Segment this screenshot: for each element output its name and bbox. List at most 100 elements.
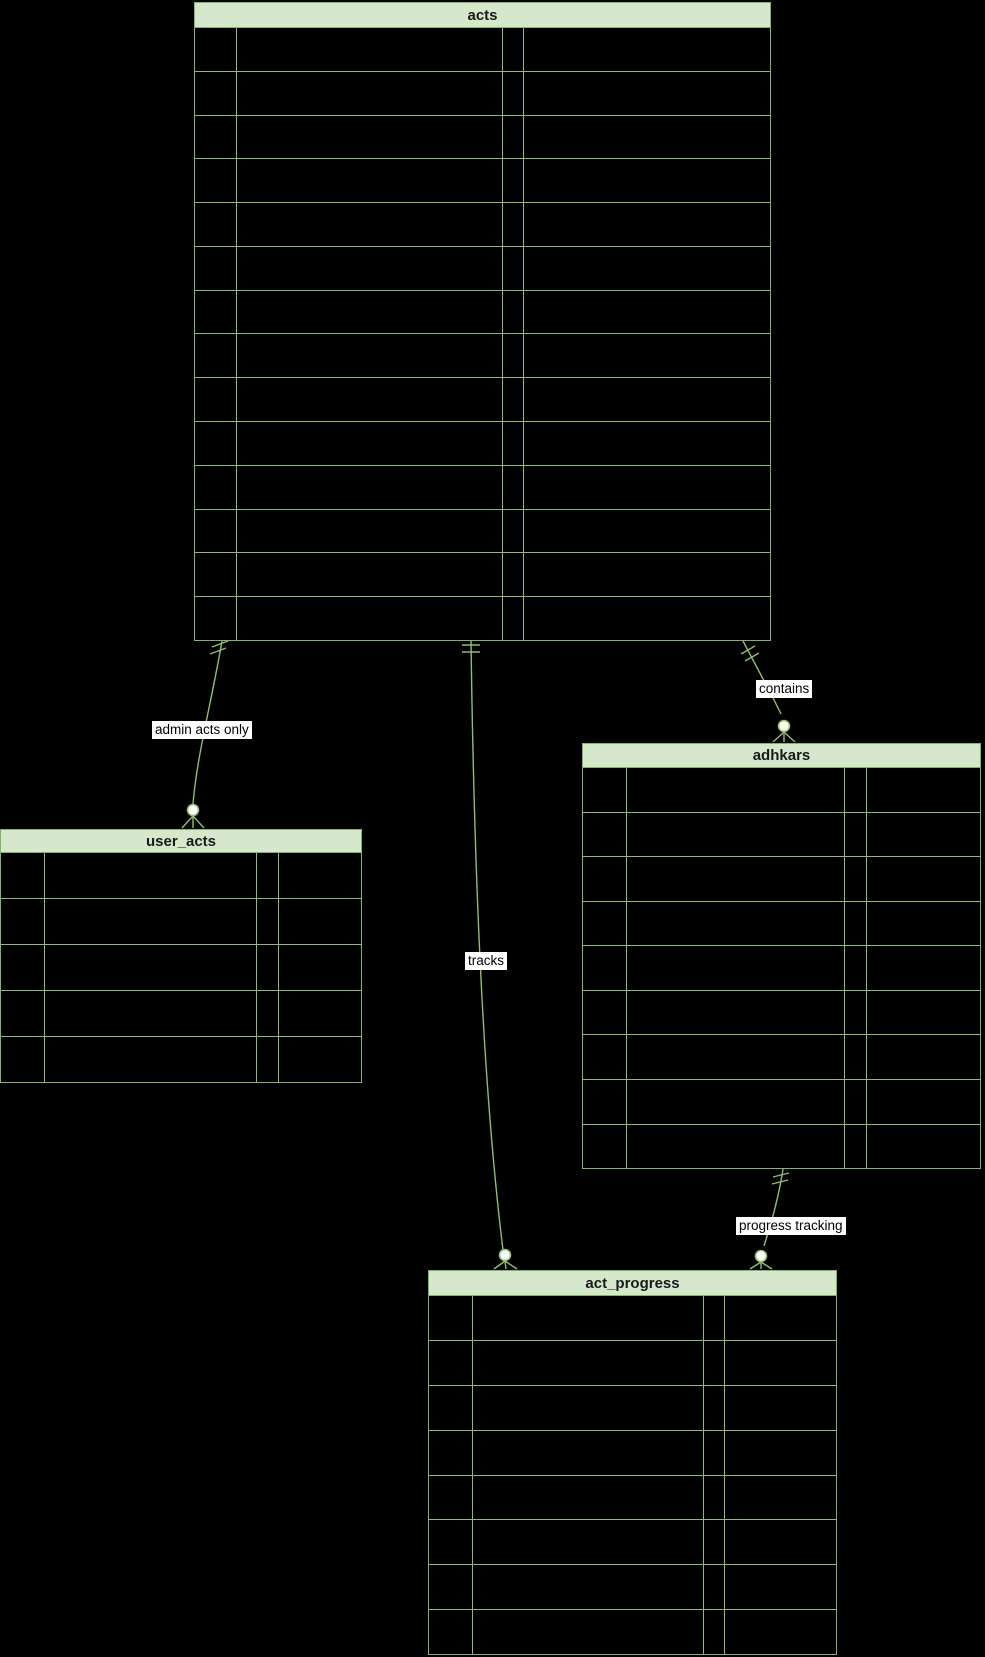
relationship-label-progress-tracking: progress tracking	[736, 1217, 846, 1235]
entity-table-user-acts: user_acts	[0, 829, 362, 1083]
attribute-cell	[523, 465, 770, 509]
crow-foot-leg	[749, 1261, 762, 1270]
attribute-cell	[429, 1565, 472, 1609]
adhkars-attribute-row	[583, 1034, 980, 1079]
crow-foot-leg	[181, 815, 194, 829]
entity-title-user-acts: user_acts	[1, 830, 361, 853]
attribute-cell	[278, 991, 361, 1036]
attribute-cell	[1, 991, 44, 1036]
attribute-cell	[502, 378, 523, 422]
attribute-cell	[844, 1079, 866, 1124]
act_progress-attribute-row	[429, 1564, 836, 1610]
act_progress-attribute-row	[429, 1296, 836, 1340]
attribute-cell	[472, 1296, 703, 1340]
one-cardinality-tick	[211, 640, 229, 648]
attribute-cell	[472, 1565, 703, 1610]
attribute-cell	[502, 28, 523, 71]
user_acts-attribute-row	[1, 898, 361, 944]
attribute-cell	[866, 990, 980, 1035]
attribute-cell	[703, 1385, 724, 1430]
attribute-cell	[724, 1340, 836, 1385]
attribute-cell	[844, 1035, 866, 1079]
attribute-cell	[523, 378, 770, 422]
attribute-cell	[278, 899, 361, 944]
act_progress-attribute-row	[429, 1474, 836, 1520]
acts-attribute-row	[195, 28, 770, 71]
attribute-cell	[236, 203, 502, 246]
attribute-cell	[472, 1475, 703, 1520]
attribute-cell	[256, 899, 278, 944]
acts-attribute-row	[195, 289, 770, 334]
entity-attributes-adhkars	[583, 768, 980, 1169]
attribute-cell	[195, 291, 236, 334]
acts-attribute-row	[195, 508, 770, 553]
attribute-cell	[236, 290, 502, 334]
user_acts-attribute-row	[1, 990, 361, 1036]
user_acts-attribute-row	[1, 1036, 361, 1082]
attribute-cell	[256, 945, 278, 990]
user_acts-attribute-row	[1, 944, 361, 990]
crow-foot-leg	[772, 731, 785, 743]
attribute-cell	[724, 1520, 836, 1565]
attribute-cell	[583, 902, 626, 946]
attribute-cell	[44, 991, 256, 1036]
attribute-cell	[429, 1341, 472, 1385]
acts-attribute-row	[195, 421, 770, 465]
acts-attribute-row	[195, 464, 770, 509]
entity-attributes-act-progress	[429, 1296, 836, 1654]
attribute-cell	[256, 991, 278, 1036]
attribute-cell	[703, 1340, 724, 1385]
acts-attribute-row	[195, 245, 770, 290]
attribute-cell	[44, 945, 256, 990]
adhkars-attribute-row	[583, 856, 980, 901]
attribute-cell	[429, 1386, 472, 1430]
attribute-cell	[523, 159, 770, 203]
attribute-cell	[844, 857, 866, 901]
attribute-cell	[626, 901, 844, 946]
attribute-cell	[278, 945, 361, 990]
relationship-label-tracks: tracks	[465, 952, 508, 970]
attribute-cell	[472, 1385, 703, 1430]
attribute-cell	[472, 1610, 703, 1654]
attribute-cell	[703, 1610, 724, 1654]
act_progress-attribute-row	[429, 1384, 836, 1430]
attribute-cell	[502, 509, 523, 553]
one-cardinality-tick	[740, 645, 756, 655]
adhkars-attribute-row	[583, 900, 980, 946]
attribute-cell	[703, 1296, 724, 1340]
attribute-cell	[502, 246, 523, 290]
attribute-cell	[472, 1520, 703, 1565]
attribute-cell	[583, 1080, 626, 1124]
attribute-cell	[472, 1430, 703, 1475]
attribute-cell	[626, 946, 844, 990]
attribute-cell	[523, 509, 770, 553]
attribute-cell	[236, 115, 502, 159]
one-cardinality-tick	[209, 647, 227, 655]
attribute-cell	[278, 1037, 361, 1082]
entity-table-acts: acts	[194, 2, 771, 641]
relationship-line-contains	[742, 640, 782, 715]
adhkars-attribute-row	[583, 989, 980, 1035]
entity-table-act-progress: act_progress	[428, 1270, 837, 1655]
crow-foot-leg	[493, 1260, 506, 1270]
attribute-cell	[626, 857, 844, 901]
attribute-cell	[236, 553, 502, 597]
attribute-cell	[724, 1565, 836, 1610]
attribute-cell	[195, 72, 236, 115]
attribute-cell	[844, 812, 866, 857]
acts-attribute-row	[195, 596, 770, 640]
attribute-cell	[626, 1124, 844, 1169]
attribute-cell	[724, 1430, 836, 1475]
attribute-cell	[866, 1124, 980, 1169]
zero-or-many-circle	[777, 719, 791, 733]
attribute-cell	[866, 946, 980, 990]
attribute-cell	[44, 853, 256, 898]
crow-foot-leg	[504, 1260, 507, 1270]
attribute-cell	[866, 901, 980, 946]
crow-foot-leg	[504, 1260, 518, 1270]
attribute-cell	[236, 378, 502, 422]
attribute-cell	[583, 946, 626, 990]
attribute-cell	[502, 597, 523, 640]
attribute-cell	[195, 247, 236, 290]
